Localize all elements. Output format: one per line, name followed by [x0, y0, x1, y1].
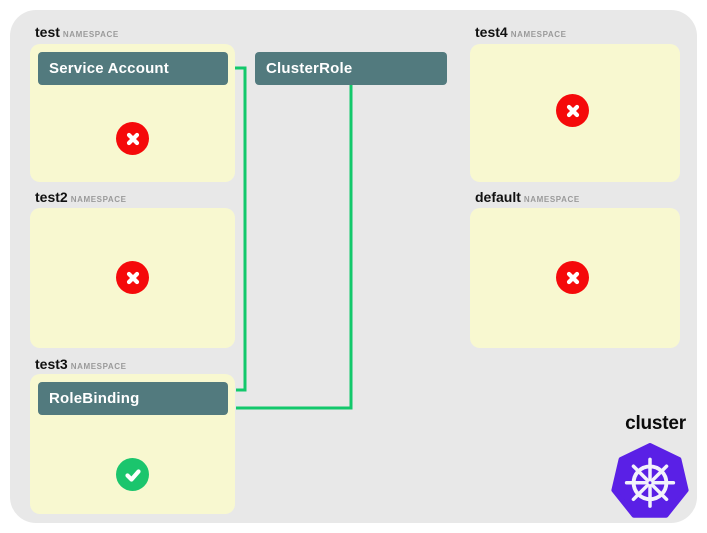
namespace-tag: NAMESPACE [523, 195, 580, 204]
x-circle-icon [556, 261, 589, 294]
cluster-label: cluster [625, 413, 686, 434]
namespace-box-test: Service Account [30, 44, 235, 182]
namespace-tag: NAMESPACE [62, 30, 119, 39]
x-circle-icon [116, 261, 149, 294]
namespace-box-test2 [30, 208, 235, 348]
check-circle-icon [116, 458, 149, 491]
namespace-name: test4 [475, 24, 508, 40]
namespace-tag: NAMESPACE [510, 30, 567, 39]
namespace-tag: NAMESPACE [70, 362, 127, 371]
node-cluster-role[interactable]: ClusterRole [255, 52, 447, 85]
node-service-account[interactable]: Service Account [38, 52, 228, 85]
namespace-name: test [35, 24, 60, 40]
namespace-box-test3: RoleBinding [30, 374, 235, 514]
node-role-binding[interactable]: RoleBinding [38, 382, 228, 415]
namespace-name: default [475, 189, 521, 205]
namespace-box-default [470, 208, 680, 348]
namespace-name: test2 [35, 189, 68, 205]
x-circle-icon [116, 122, 149, 155]
kubernetes-logo-icon [611, 443, 689, 518]
namespace-box-test4 [470, 44, 680, 182]
namespace-tag: NAMESPACE [70, 195, 127, 204]
namespace-name: test3 [35, 356, 68, 372]
x-circle-icon [556, 94, 589, 127]
